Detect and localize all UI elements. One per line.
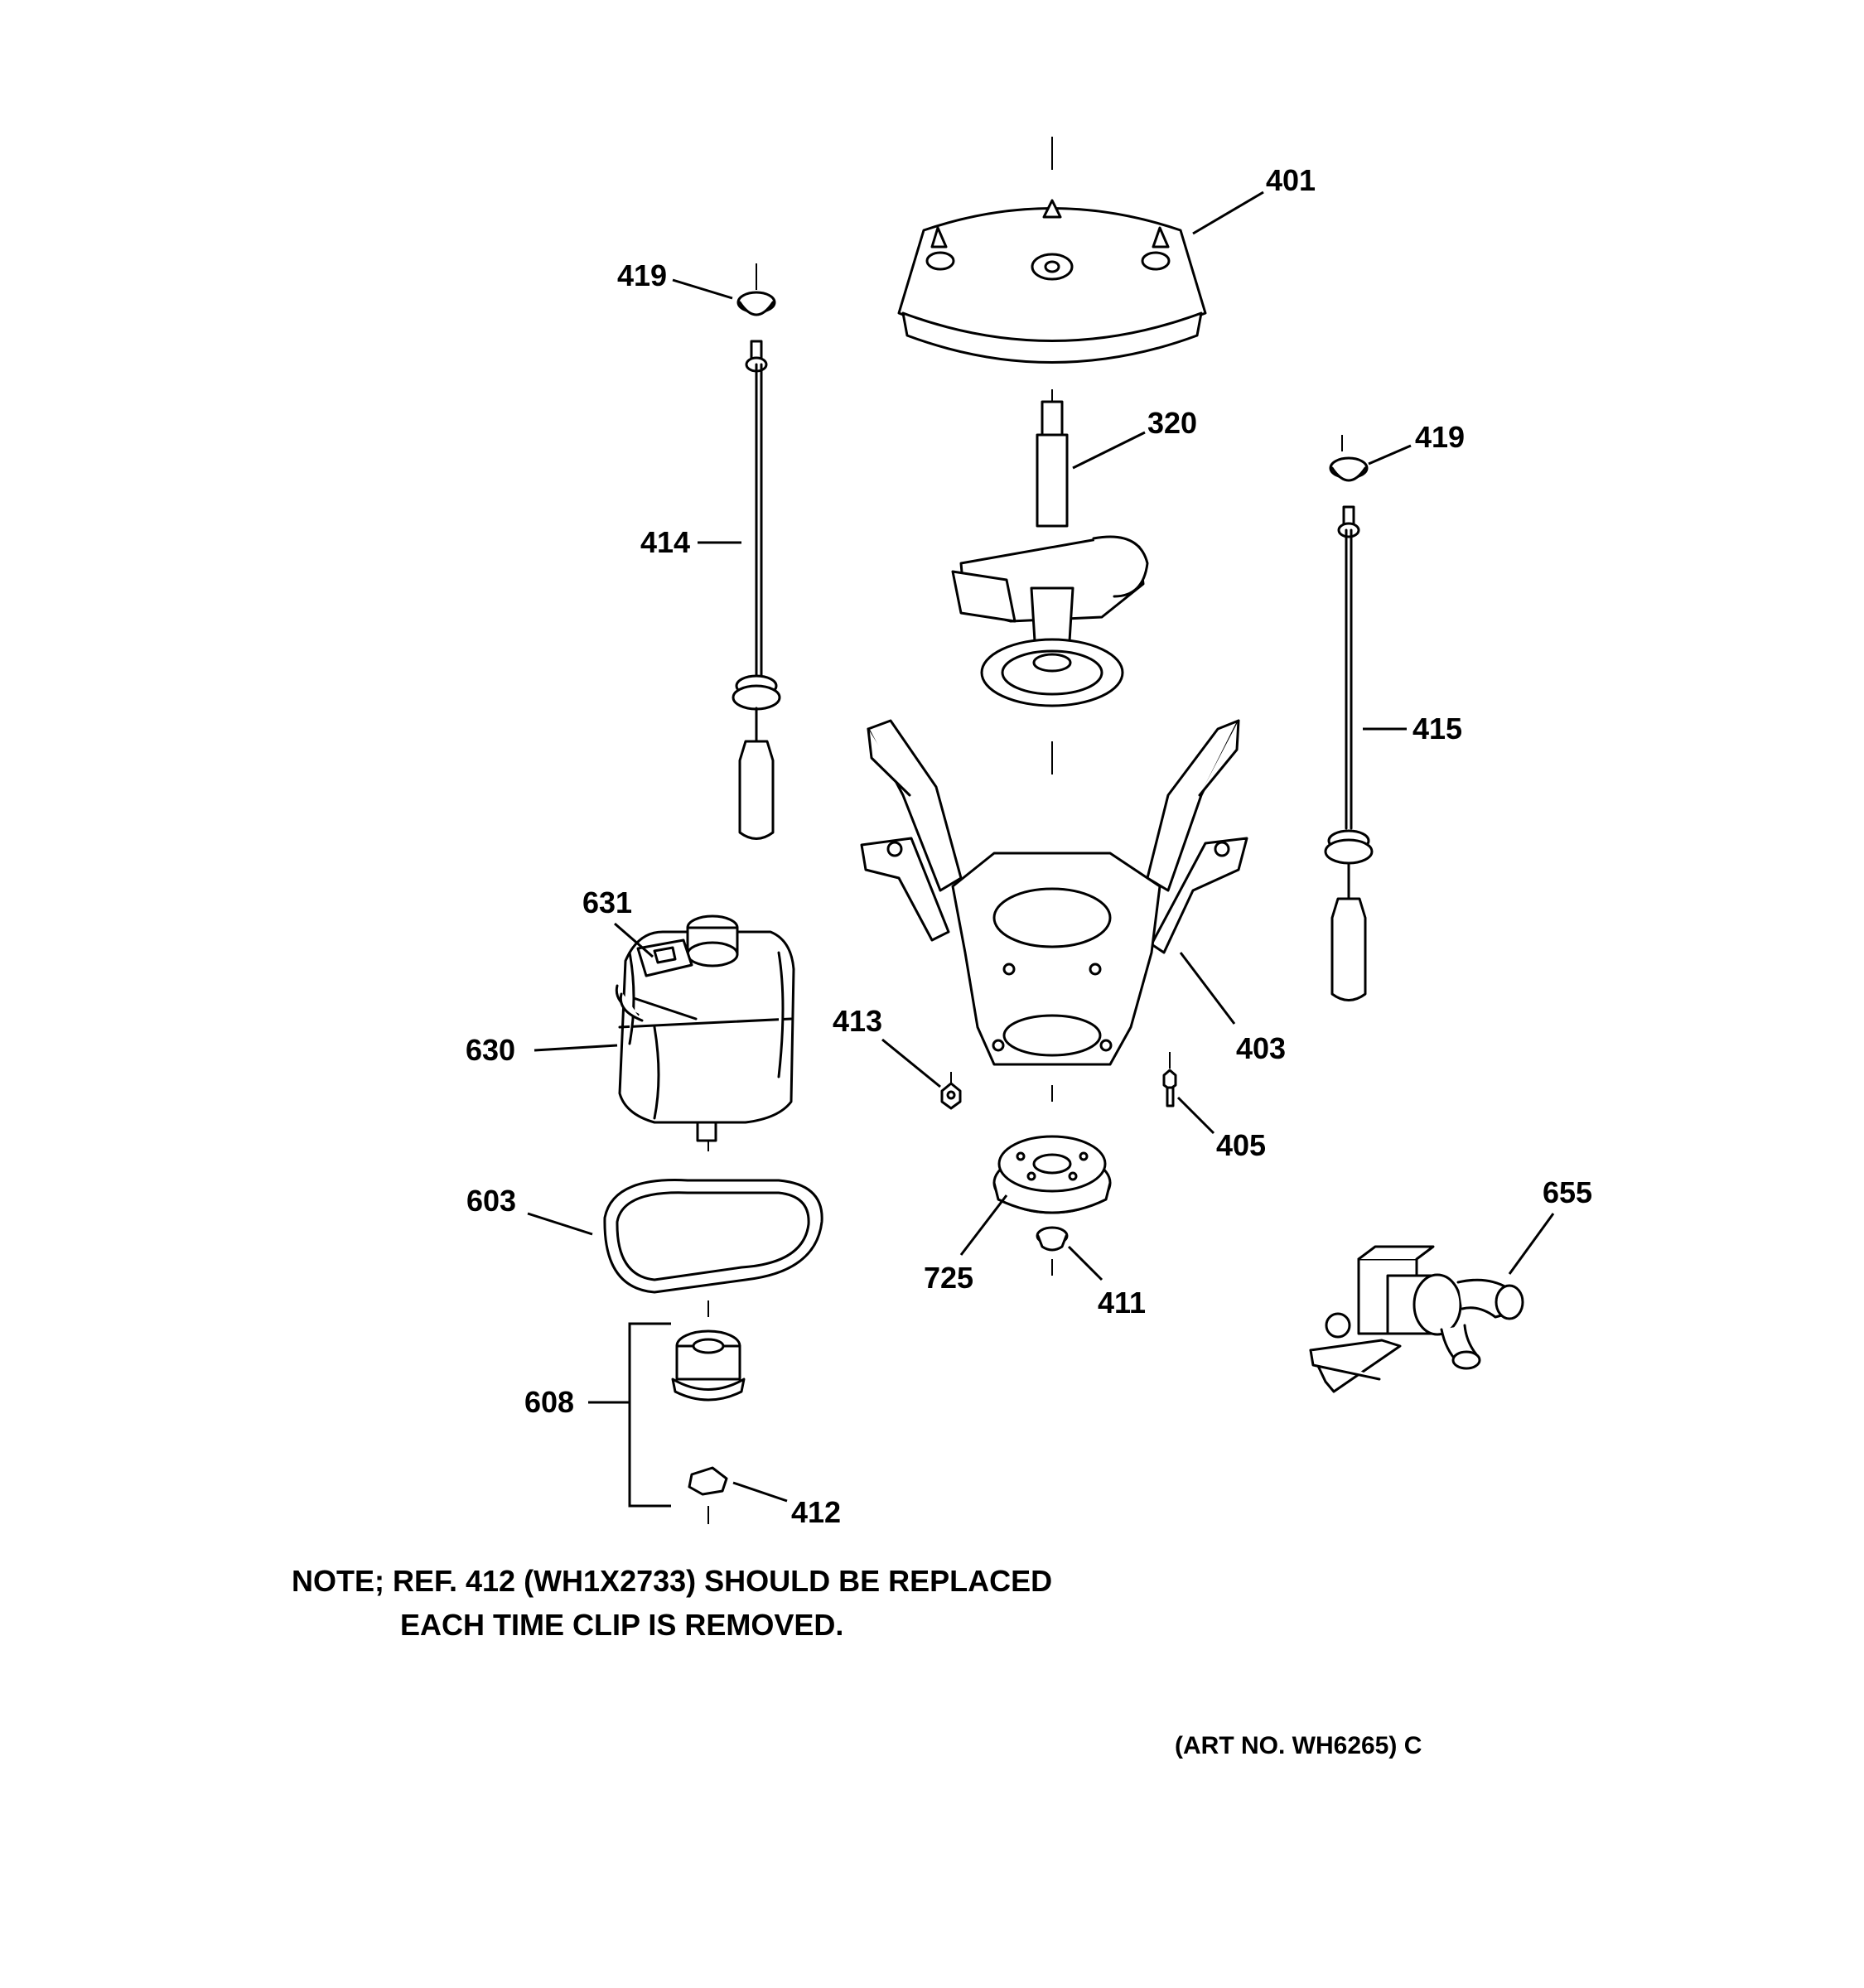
callout-414: 414 <box>640 525 690 559</box>
part-608-motor-pulley <box>671 1329 746 1402</box>
leader-405 <box>1176 1096 1215 1135</box>
leader-403 <box>1179 952 1236 1025</box>
leader-603 <box>527 1212 593 1236</box>
callout-413: 413 <box>833 1004 882 1038</box>
callout-630: 630 <box>466 1033 515 1067</box>
leader-413 <box>881 1038 941 1088</box>
leader-419-right <box>1368 444 1412 466</box>
art-number: (ART NO. WH6265) C <box>1175 1732 1422 1759</box>
part-725-pulley <box>992 1135 1112 1214</box>
leader-411 <box>1067 1245 1103 1281</box>
part-631-motor-switch <box>636 914 739 977</box>
part-320-transmission <box>951 400 1149 707</box>
callout-419-left: 419 <box>617 258 667 292</box>
callout-320: 320 <box>1147 406 1197 440</box>
callout-725: 725 <box>924 1261 973 1295</box>
part-419-right-cap <box>1329 456 1369 482</box>
part-655-drain-pump <box>1309 1245 1524 1393</box>
part-403-mounting-bracket <box>860 719 1248 1066</box>
leader-725 <box>959 1194 1008 1256</box>
callout-401: 401 <box>1266 163 1316 197</box>
part-414-suspension-rod <box>732 340 781 840</box>
callout-419-right: 419 <box>1415 420 1465 454</box>
bracket-608 <box>628 1322 671 1508</box>
part-630-motor <box>615 930 795 1142</box>
callout-415: 415 <box>1412 712 1462 746</box>
part-415-suspension-rod <box>1324 505 1374 1001</box>
callout-631: 631 <box>582 885 632 919</box>
callout-411: 411 <box>1098 1286 1146 1320</box>
part-405-screw <box>1162 1069 1177 1107</box>
leader-655 <box>1508 1213 1555 1275</box>
callout-608: 608 <box>524 1385 574 1419</box>
note-line-2: EACH TIME CLIP IS REMOVED. <box>400 1608 844 1642</box>
part-603-belt <box>603 1179 823 1294</box>
leader-419-left <box>672 278 733 300</box>
leader-631 <box>614 922 654 958</box>
part-401-cover <box>897 199 1207 364</box>
note-line-1: NOTE; REF. 412 (WH1X2733) SHOULD BE REPL… <box>292 1564 1053 1598</box>
callout-603: 603 <box>466 1184 516 1218</box>
callout-405: 405 <box>1216 1128 1266 1162</box>
leader-630 <box>534 1044 618 1052</box>
part-413-nut <box>940 1082 962 1110</box>
callout-412: 412 <box>791 1495 841 1529</box>
part-419-left-cap <box>736 291 776 316</box>
axis-lines <box>707 137 1343 1524</box>
leader-401 <box>1192 191 1264 235</box>
callout-403: 403 <box>1236 1031 1286 1065</box>
part-411-nut <box>1036 1226 1069 1252</box>
leader-320 <box>1072 431 1146 470</box>
callout-655: 655 <box>1543 1175 1592 1209</box>
part-412-clip <box>688 1466 728 1496</box>
leader-412 <box>732 1481 788 1503</box>
